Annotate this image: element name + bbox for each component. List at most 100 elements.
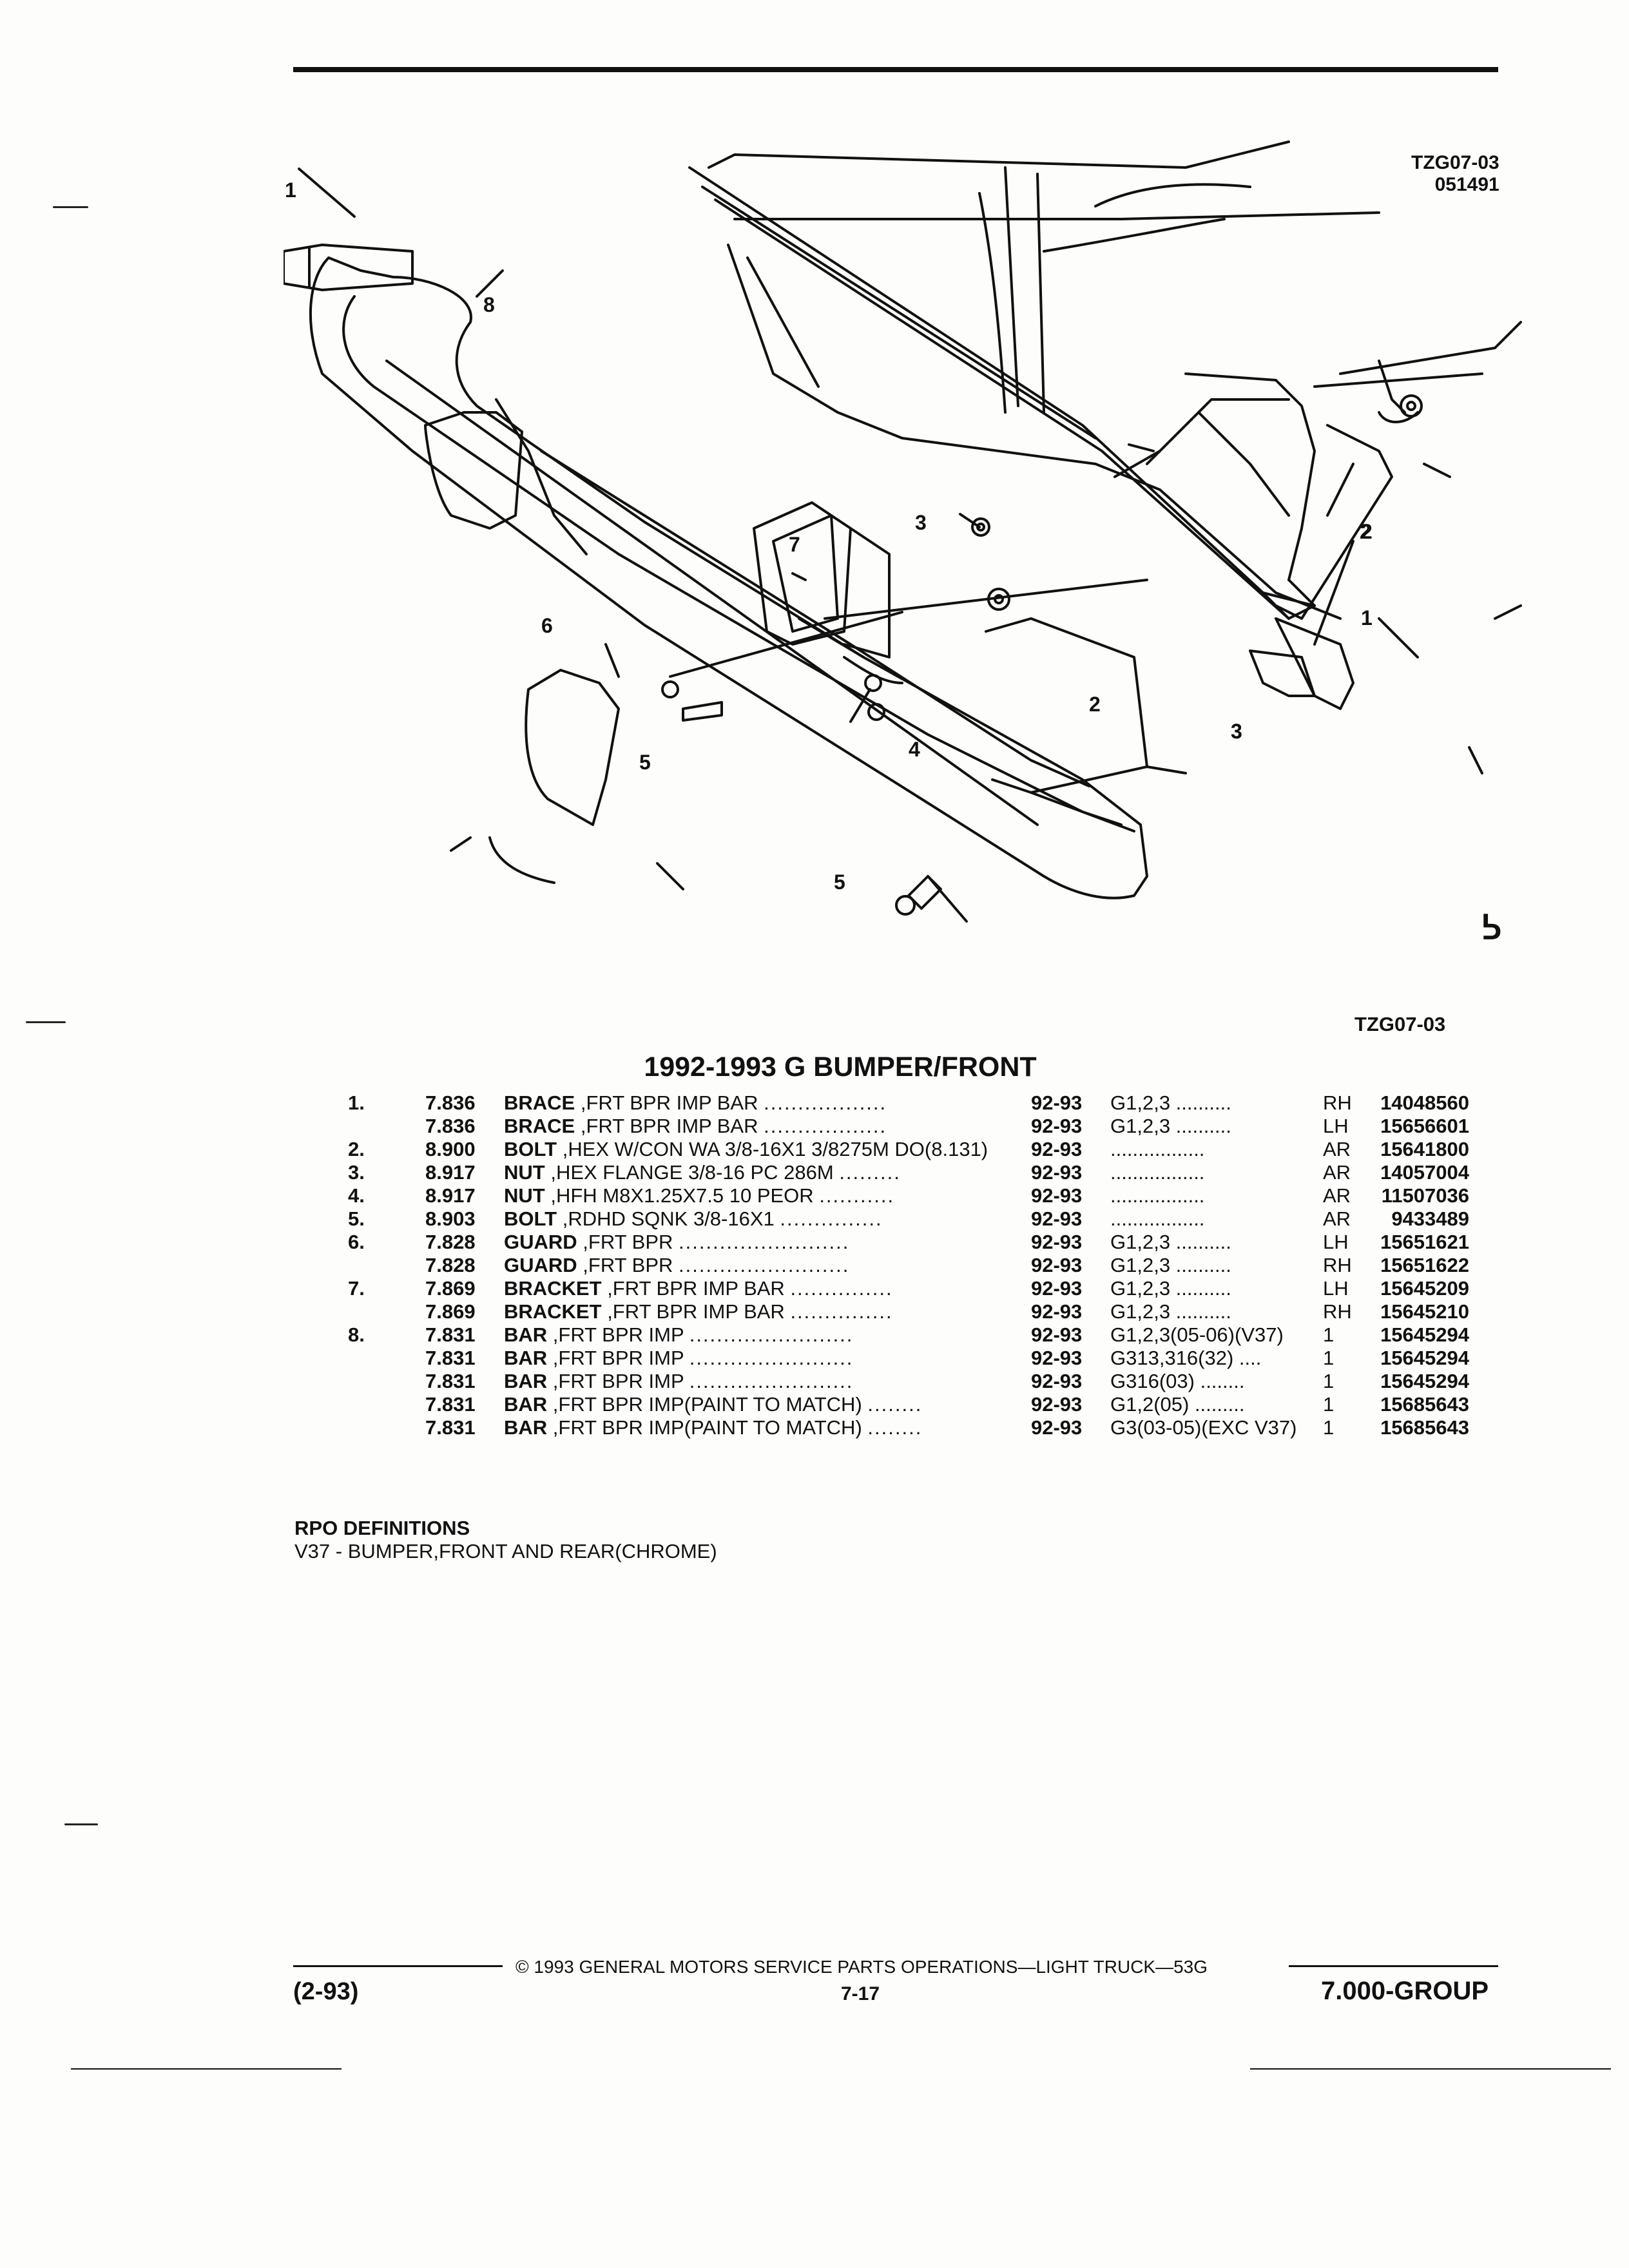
part-number: 15645210 <box>1380 1300 1469 1323</box>
part-description: BAR ,FRT BPR IMP .......................… <box>504 1347 1031 1370</box>
group-number: 7.869 <box>425 1300 476 1323</box>
part-description: BAR ,FRT BPR IMP(PAINT TO MATCH) .......… <box>504 1416 1031 1439</box>
leader-dots: ........................ <box>689 1323 854 1346</box>
part-detail: ,FRT BPR <box>583 1254 673 1276</box>
side-qty: 1 <box>1323 1323 1335 1346</box>
figure-id-code: TZG07-03 <box>1411 152 1499 173</box>
callout-label: 6 <box>541 614 553 637</box>
leader-dots: ......................... <box>679 1254 850 1276</box>
part-number: 15645294 <box>1380 1347 1469 1369</box>
model-years: 92-93 <box>1031 1207 1083 1230</box>
part-detail: ,HEX FLANGE 3/8-16 PC 286M <box>550 1161 834 1184</box>
model-years: 92-93 <box>1031 1161 1083 1184</box>
model-years: 92-93 <box>1031 1254 1083 1276</box>
figure-id: TZG07-03 051491 <box>1411 152 1499 196</box>
group-number: 7.836 <box>425 1091 476 1114</box>
leader-dots: .................. <box>764 1091 887 1114</box>
model-years: 92-93 <box>1031 1416 1083 1439</box>
application: G313,316(32) .... <box>1110 1347 1262 1369</box>
callout-label: 1 <box>285 178 296 202</box>
group-number: 7.836 <box>425 1115 476 1137</box>
part-description: BAR ,FRT BPR IMP(PAINT TO MATCH) .......… <box>504 1393 1031 1416</box>
part-detail: ,FRT BPR IMP <box>552 1370 684 1392</box>
side-qty: AR <box>1323 1138 1351 1160</box>
model-years: 92-93 <box>1031 1323 1083 1346</box>
group-number: 7.000-GROUP <box>1321 1977 1489 2005</box>
group-number: 8.903 <box>425 1207 476 1230</box>
table-row: 6. 7.828 GUARD ,FRT BPR ..................… <box>348 1231 1469 1254</box>
figure-id-date: 051491 <box>1434 174 1499 195</box>
part-detail: ,HFH M8X1.25X7.5 10 PEOR <box>550 1184 814 1207</box>
table-row: 7.831 BAR ,FRT BPR IMP ..................… <box>348 1347 1469 1370</box>
application: G1,2,3 .......... <box>1110 1115 1231 1137</box>
part-number: 15685643 <box>1380 1416 1469 1439</box>
service-logo-icon: ᕊ <box>1481 909 1501 947</box>
model-years: 92-93 <box>1031 1393 1083 1416</box>
item-number <box>348 1416 425 1439</box>
group-number: 7.869 <box>425 1277 476 1300</box>
part-name: BAR <box>504 1347 548 1369</box>
date-code: (2-93) <box>293 1978 359 2005</box>
model-years: 92-93 <box>1031 1370 1083 1392</box>
item-number: 7. <box>348 1277 365 1300</box>
part-description: BRACE ,FRT BPR IMP BAR .................… <box>504 1115 1031 1138</box>
part-detail: ,FRT BPR IMP BAR <box>607 1277 785 1300</box>
group-number: 8.900 <box>425 1138 476 1160</box>
application: ................. <box>1110 1161 1205 1184</box>
part-description: GUARD ,FRT BPR ......................... <box>504 1254 1031 1277</box>
leader-dots: ........ <box>867 1393 923 1416</box>
part-name: BRACKET <box>504 1300 602 1323</box>
item-number: 5. <box>348 1207 365 1230</box>
model-years: 92-93 <box>1031 1231 1083 1253</box>
part-number: 11507036 <box>1381 1184 1469 1207</box>
callout-label: 5 <box>639 751 651 774</box>
part-number: 15645294 <box>1380 1323 1469 1346</box>
application: G1,2,3(05-06)(V37) <box>1110 1323 1284 1346</box>
group-number: 7.831 <box>425 1323 476 1346</box>
part-number: 15645294 <box>1380 1370 1469 1392</box>
model-years: 92-93 <box>1031 1091 1083 1114</box>
part-description: GUARD ,FRT BPR ......................... <box>504 1231 1031 1254</box>
footer-rule <box>1289 1965 1498 1967</box>
part-number: 15651621 <box>1380 1231 1469 1253</box>
application: G316(03) ........ <box>1110 1370 1245 1392</box>
application: G1,2(05) ......... <box>1110 1393 1245 1416</box>
part-name: BRACKET <box>504 1277 602 1300</box>
group-number: 7.828 <box>425 1231 476 1253</box>
part-description: BOLT ,HEX W/CON WA 3/8-16X1 3/8275M DO(8… <box>504 1138 1031 1161</box>
side-qty: 1 <box>1323 1370 1335 1392</box>
leader-dots: ........ <box>867 1416 923 1439</box>
rpo-definition: V37 - BUMPER,FRONT AND REAR(CHROME) <box>294 1540 717 1562</box>
callout-label: 7 <box>789 533 800 556</box>
callout-label: 8 <box>483 293 495 316</box>
group-number: 7.831 <box>425 1347 476 1369</box>
callout-label: 2 <box>1361 520 1373 543</box>
part-name: BRACE <box>504 1115 575 1137</box>
item-number <box>348 1347 425 1370</box>
leader-dots: ......... <box>839 1161 901 1184</box>
part-detail: ,RDHD SQNK 3/8-16X1 <box>562 1207 775 1230</box>
leader-dots: ............... <box>790 1277 893 1300</box>
part-detail: ,FRT BPR <box>583 1231 673 1253</box>
table-row: 7.836 BRACE ,FRT BPR IMP BAR ............… <box>348 1115 1469 1138</box>
page-number: 7-17 <box>841 1983 880 2004</box>
part-number: 15641800 <box>1380 1138 1469 1160</box>
part-number: 15645209 <box>1380 1277 1469 1300</box>
item-number: 6. <box>348 1231 365 1253</box>
application: G3(03-05)(EXC V37) <box>1110 1416 1297 1439</box>
part-number: 15656601 <box>1380 1115 1469 1137</box>
item-number: 3. <box>348 1161 365 1184</box>
side-qty: RH <box>1323 1254 1352 1276</box>
callout-label: 5 <box>834 870 845 894</box>
copyright-line: © 1993 GENERAL MOTORS SERVICE PARTS OPER… <box>516 1957 1208 1977</box>
side-qty: AR <box>1323 1161 1351 1184</box>
side-qty: RH <box>1323 1091 1352 1114</box>
callout-label: 2 <box>1360 520 1371 543</box>
item-number: 1. <box>348 1091 365 1114</box>
